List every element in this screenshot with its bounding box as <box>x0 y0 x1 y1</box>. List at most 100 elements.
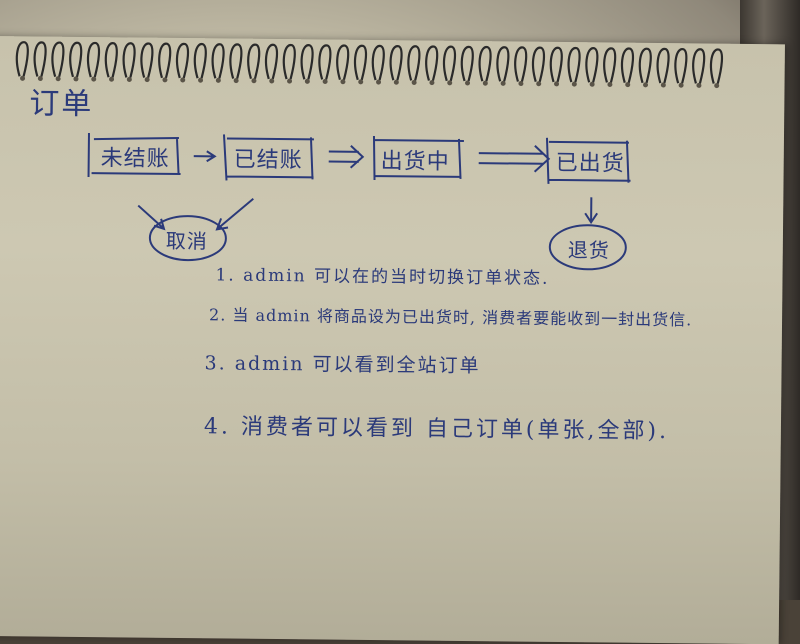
spiral-ring <box>603 47 617 83</box>
return-label: 退货 <box>567 238 610 263</box>
state-box-3 <box>372 136 464 181</box>
arrow-1 <box>193 150 217 163</box>
note-4: 4. 消费者可以看到 自己订单(单张,全部). <box>203 414 670 445</box>
spiral-hole <box>340 79 346 85</box>
spiral-ring <box>122 42 136 78</box>
spiral-hole <box>55 76 61 82</box>
spiral-ring <box>638 47 652 84</box>
state-box-4 <box>545 137 631 184</box>
state-box-1 <box>87 133 181 178</box>
spiral-ring <box>86 42 101 78</box>
spiral-hole <box>376 79 382 85</box>
flow-diagram-ink <box>87 133 631 271</box>
spiral-hole <box>233 78 239 84</box>
spiral-hole <box>162 77 168 83</box>
spiral-hole <box>322 79 328 85</box>
spiral-hole <box>198 77 204 83</box>
spiral-hole <box>589 81 595 87</box>
spiral-ring <box>158 42 172 79</box>
spiral-ring <box>620 47 635 83</box>
spiral-ring <box>371 44 385 81</box>
spiral-hole <box>465 80 471 86</box>
spiral-hole <box>607 81 613 87</box>
spiral-ring <box>549 46 563 83</box>
spiral-hole <box>447 80 453 86</box>
note-2: 2. 当 admin 将商品设为已出货时, 消费者要能收到一封出货信. <box>208 305 693 330</box>
spiral-hole <box>91 76 97 82</box>
spiral-hole <box>109 76 115 82</box>
spiral-ring <box>656 47 670 84</box>
spiral-ring <box>460 45 474 82</box>
spiral-ring <box>585 47 599 83</box>
return-ellipse <box>548 224 627 271</box>
spiral-ring <box>531 46 546 83</box>
spiral-hole <box>411 79 417 85</box>
spiral-ring <box>193 43 207 79</box>
spiral-ring <box>674 48 688 84</box>
arrow-to-cancel-2 <box>215 198 254 231</box>
spiral-hole <box>20 75 26 81</box>
spiral-ring <box>247 43 261 80</box>
spiral-hole <box>358 79 364 85</box>
spiral-hole <box>37 76 43 82</box>
spiral-hole <box>536 81 542 87</box>
arrow-2 <box>328 145 365 169</box>
spiral-hole <box>269 78 275 84</box>
spiral-ring <box>389 45 403 81</box>
spiral-ring <box>514 46 528 82</box>
spiral-ring <box>425 45 439 81</box>
arrow-to-return <box>584 197 599 225</box>
arrow-to-cancel-1 <box>137 204 166 231</box>
state-paid-label: 已结账 <box>233 147 303 174</box>
spiral-ring <box>442 45 457 82</box>
spiral-hole <box>678 82 684 88</box>
cancel-label: 取消 <box>165 228 208 254</box>
spiral-ring <box>478 46 492 82</box>
spiral-hole <box>126 76 132 82</box>
note-1: 1. admin 可以在的当时切换订单状态. <box>215 265 550 289</box>
spiral-ring <box>353 44 368 81</box>
spiral-ring <box>407 45 421 81</box>
spiral-ring <box>211 43 225 79</box>
note-3: 3. admin 可以看到全站订单 <box>204 352 481 378</box>
spiral-ring <box>15 41 29 77</box>
spiral-ring <box>567 47 581 83</box>
spiral-ring <box>709 48 724 84</box>
spiral-hole <box>73 76 79 82</box>
spiral-hole <box>643 82 649 88</box>
spiral-ring <box>692 48 706 84</box>
spiral-hole <box>625 82 631 88</box>
spiral-hole <box>180 77 186 83</box>
spiral-ring <box>69 41 83 78</box>
arrow-3 <box>478 144 551 173</box>
spiral-ring <box>33 41 47 77</box>
spiral-hole <box>144 77 150 83</box>
spiral-binding <box>15 41 724 89</box>
spiral-ring <box>104 42 118 78</box>
spiral-hole <box>554 81 560 87</box>
spiral-hole <box>518 81 524 87</box>
spiral-ring <box>229 43 243 79</box>
spiral-hole <box>304 78 310 84</box>
spiral-hole <box>500 80 506 86</box>
spiral-ring <box>264 43 279 80</box>
spiral-hole <box>714 83 720 89</box>
spiral-ring <box>51 41 65 78</box>
spiral-hole <box>287 78 293 84</box>
state-unpaid-label: 未结账 <box>100 146 170 172</box>
spiral-ring <box>336 44 350 80</box>
spiral-hole <box>215 77 221 83</box>
spiral-hole <box>393 79 399 85</box>
notebook-page: 订单 未结账 已结账 出货中 已出货 取消 退货 1. admin 可以在的当时… <box>0 36 785 644</box>
spiral-hole <box>429 80 435 86</box>
spiral-ring <box>300 44 314 80</box>
state-shipping-label: 出货中 <box>380 149 450 175</box>
spiral-ring <box>140 42 154 78</box>
spiral-ring <box>496 46 510 82</box>
spiral-hole <box>482 80 488 86</box>
spiral-hole <box>571 81 577 87</box>
spiral-ring <box>175 42 190 79</box>
spiral-ring <box>318 44 332 80</box>
spiral-hole <box>696 82 702 88</box>
spiral-ring <box>282 44 296 80</box>
